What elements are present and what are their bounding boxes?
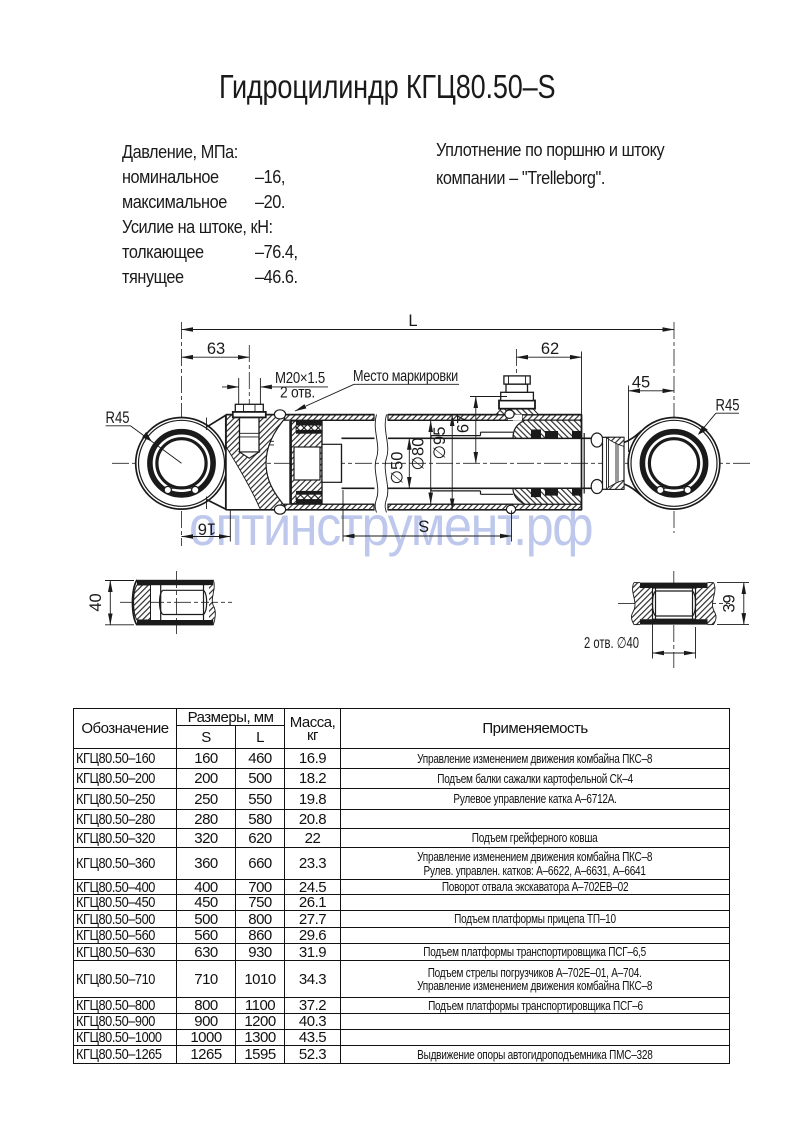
svg-text:16: 16 [198,520,216,538]
svg-text:40: 40 [87,593,105,611]
svg-text:Место маркировки: Место маркировки [353,368,458,385]
svg-text:39: 39 [721,594,739,612]
svg-text:2 отв. ∅40: 2 отв. ∅40 [584,635,639,652]
svg-text:∅95: ∅95 [431,427,449,460]
svg-text:2 отв.: 2 отв. [280,385,315,402]
svg-text:∅80: ∅80 [410,438,428,471]
svg-text:S: S [418,517,429,535]
svg-text:∅50: ∅50 [389,452,407,485]
svg-text:45: 45 [632,374,650,392]
svg-text:R45: R45 [106,409,130,427]
svg-text:67: 67 [455,415,473,433]
svg-text:R45: R45 [716,397,740,415]
svg-text:62: 62 [541,340,559,358]
svg-text:M20×1.5: M20×1.5 [275,370,325,387]
svg-text:63: 63 [207,340,225,358]
svg-text:L: L [408,312,417,330]
